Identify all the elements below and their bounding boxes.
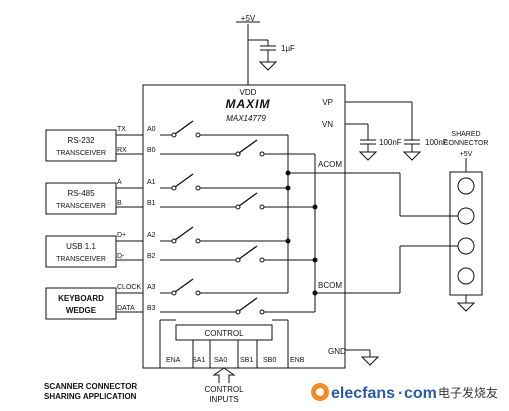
switch-b0 [238,139,258,154]
signal-label: CLOCK [117,284,141,291]
switch-contact [259,151,265,157]
switch-a1 [174,173,194,188]
signal-label: RX [117,147,127,154]
pin-label: B1 [147,200,156,207]
connector-pin-3 [457,237,475,255]
pin-label: B3 [147,305,156,312]
control-block [175,324,273,341]
control-inputs-arrow [212,367,236,383]
ground-symbol [258,61,278,71]
control-inputs-sublabel: INPUTS [209,395,238,404]
control-block-label: CONTROL [204,329,244,338]
watermark-text: elecfans [331,385,395,402]
watermark-tld: com [404,385,437,402]
pin-label: ENB [290,357,305,364]
switch-contact [195,132,201,138]
usb-label: USB 1.1 [66,242,96,251]
watermark-cn: 电子发烧友 [438,385,498,400]
connector-sublabel: CONNECTOR [444,140,489,147]
supply-label: +5V [241,14,256,23]
ground-symbol [360,356,380,366]
pin-label: SA1 [192,357,205,364]
pin-label: A0 [147,126,156,133]
usb-transceiver-box [45,235,117,268]
ground-symbol [402,151,422,161]
rs485-label: RS-485 [67,189,95,198]
signal-label: B [117,200,122,207]
pin-label: B2 [147,253,156,260]
pin-label: ENA [166,357,181,364]
control-inputs-label: CONTROL [204,385,244,394]
switch-b2 [238,245,258,260]
diagram-title: SCANNER CONNECTOR [44,382,137,391]
switch-a0 [174,120,194,135]
chip-body [142,84,346,369]
switch-contact [259,257,265,263]
switch-a2 [174,226,194,241]
acom-label: ACOM [318,160,342,169]
watermark-dot: · [398,385,403,402]
rs232-sublabel: TRANSCEIVER [56,150,106,157]
diagram-subtitle: SHARING APPLICATION [44,392,137,401]
pin-label: A1 [147,179,156,186]
switch-contact [259,309,265,315]
part-number: MAX14779 [226,114,266,123]
pin-label: SB1 [240,357,253,364]
connector-pin-2 [457,207,475,225]
keyboard-wedge-box [45,287,117,320]
keyboard-label: KEYBOARD [58,294,104,303]
switch-a3 [174,278,194,293]
switch-contact [195,238,201,244]
switch-contact [195,290,201,296]
switch-contact [195,185,201,191]
rs232-label: RS-232 [67,136,95,145]
cap-main-label: 1μF [281,44,295,53]
pin-label: SA0 [214,357,227,364]
ground-symbol [358,151,378,161]
vn-pin-label: VN [322,120,333,129]
cap-vn-label: 100nF [379,138,402,147]
connector-pin-1 [457,177,475,195]
rs485-transceiver-box [45,182,117,215]
rs485-sublabel: TRANSCEIVER [56,203,106,210]
keyboard-sublabel: WEDGE [66,306,97,315]
ground-symbol [456,302,476,312]
vdd-pin-label: VDD [240,88,257,97]
connector-label: SHARED [451,131,480,138]
connector-supply-label: +5V [460,151,473,158]
pin-label: A3 [147,284,156,291]
maxim-logo: MAXIM [226,97,271,111]
pin-label: SB0 [263,357,276,364]
rs232-transceiver-box [45,129,117,162]
signal-label: DATA [117,305,135,312]
connector-pin-4 [457,267,475,285]
switch-b1 [238,192,258,207]
switch-b3 [238,297,258,312]
signal-label: A [117,179,122,186]
usb-sublabel: TRANSCEIVER [56,256,106,263]
signal-label: TX [117,126,126,133]
switch-contact [259,204,265,210]
vp-pin-label: VP [322,98,333,107]
bcom-label: BCOM [318,281,342,290]
pin-label: A2 [147,232,156,239]
cap-vp-label: 100nF [425,138,448,147]
signal-label: D- [117,253,125,260]
signal-label: D+ [117,232,126,239]
gnd-pin-label: GND [328,347,346,356]
pin-label: B0 [147,147,156,154]
